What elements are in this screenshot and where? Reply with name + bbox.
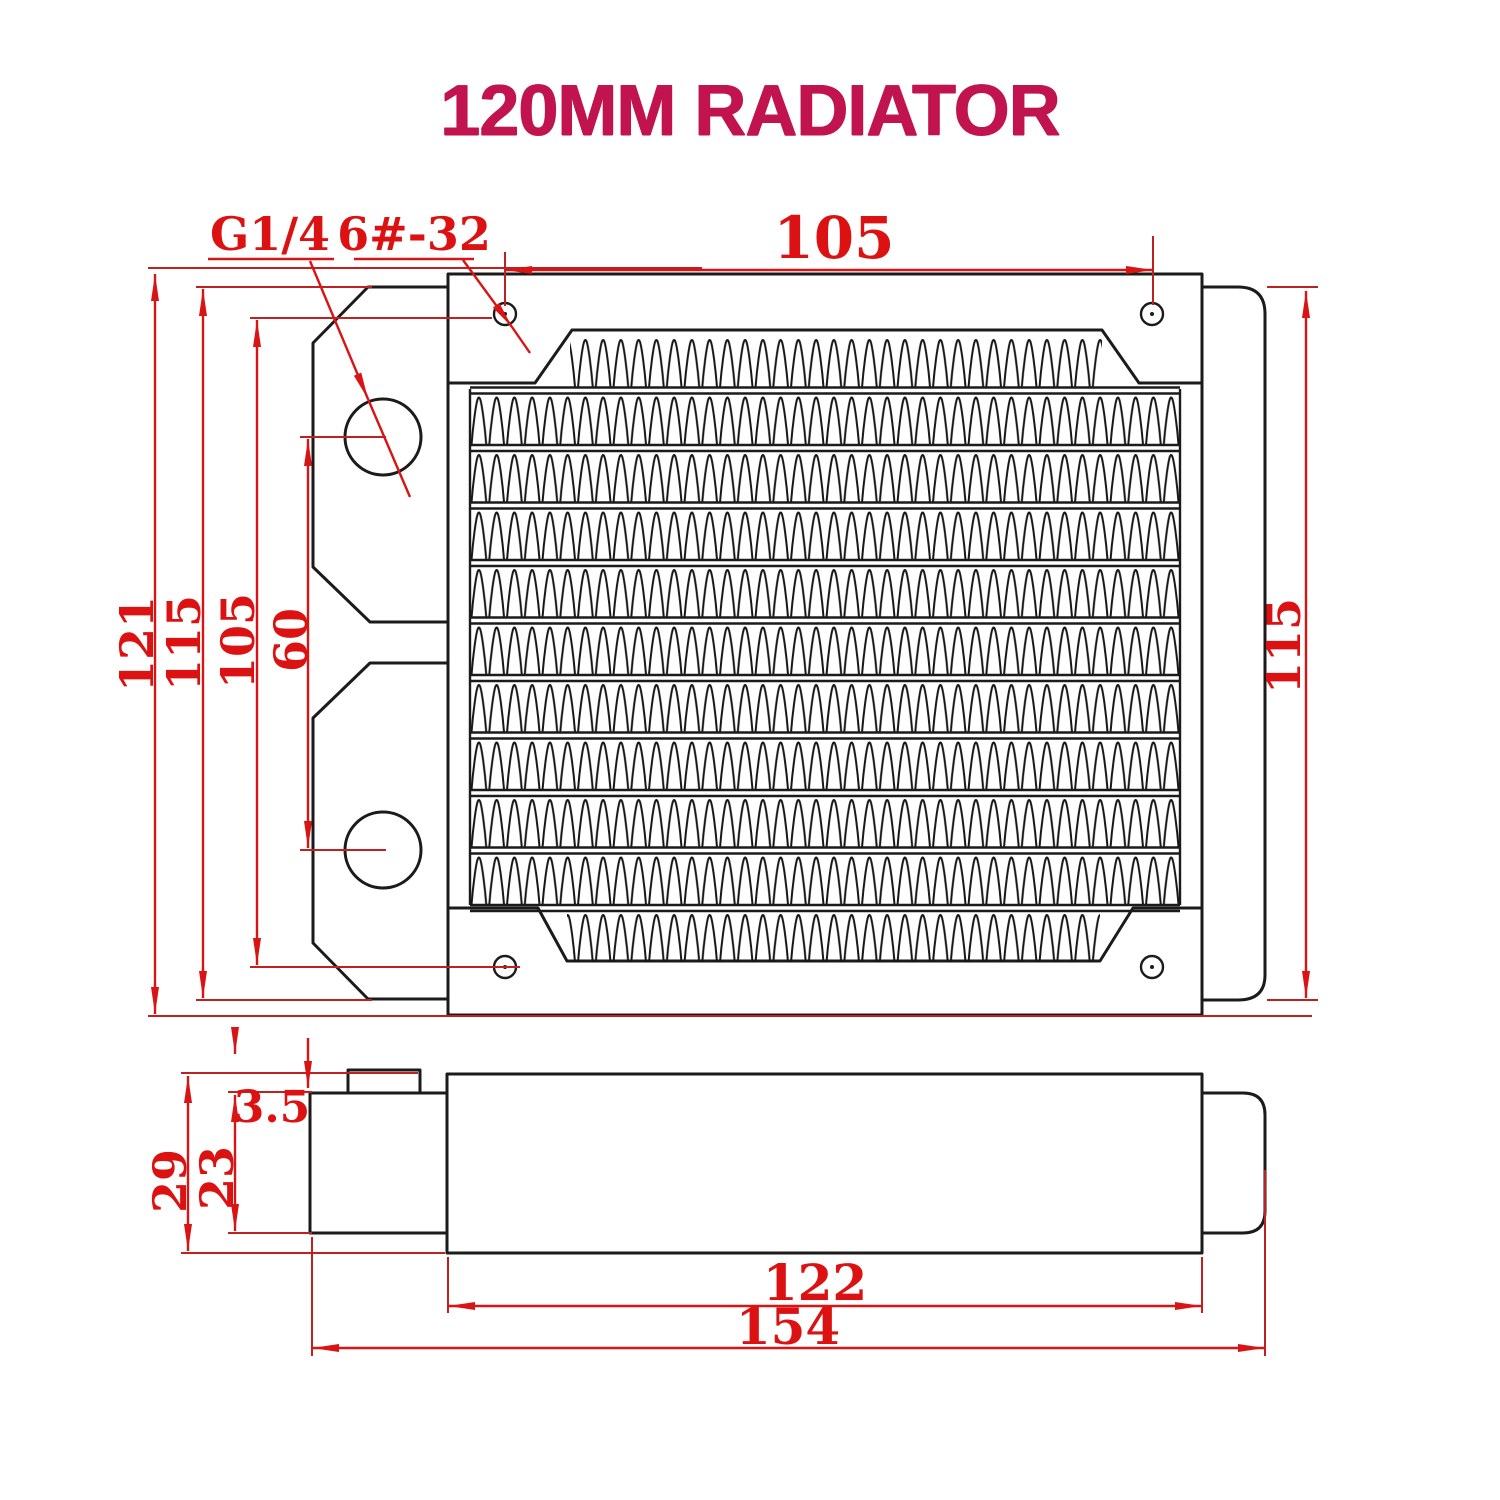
tube-lines <box>470 386 1180 913</box>
side-extension-lines <box>181 1072 1266 1356</box>
fin-row <box>570 330 1102 388</box>
fin-row <box>470 790 1180 848</box>
page-title: 120MM RADIATOR <box>440 71 1060 151</box>
port-thread-leader <box>208 257 412 498</box>
side-end-cap-outline <box>1200 1091 1267 1235</box>
dim-label-port-thread: G1/4 <box>210 207 330 261</box>
fin-row <box>470 387 1180 445</box>
screw-thread-leader <box>354 257 531 354</box>
dim-label-overall-length: 154 <box>736 1297 840 1356</box>
fin-row <box>470 617 1180 675</box>
side-tank-outline <box>308 1091 449 1235</box>
fin-row <box>470 847 1180 905</box>
screw-hole-bottom-right <box>1139 954 1165 980</box>
fin-row <box>470 502 1180 560</box>
dim-label-screw-thread: 6#-32 <box>337 207 491 261</box>
dim-label-tank-thickness: 23 <box>190 1146 244 1210</box>
dim-label-top-hole-spacing: 105 <box>773 204 894 272</box>
dim-label-fitting-offset: 3.5 <box>234 1082 311 1133</box>
fin-row <box>470 560 1180 618</box>
side-view: 29 23 3.5 122 154 <box>143 1027 1267 1356</box>
left-tank-lower-chamber <box>311 661 450 1001</box>
dim-label-frame-height-right: 115 <box>1257 598 1311 694</box>
dim-label-overall-height: 121 <box>110 596 164 692</box>
dim-label-core-length: 122 <box>763 1253 867 1312</box>
dim-label-overall-thickness: 29 <box>143 1149 197 1213</box>
fin-row <box>567 905 1100 963</box>
fin-row <box>470 732 1180 790</box>
front-view: 105 G1/4 6#-32 121 115 105 60 115 <box>110 204 1318 1017</box>
side-body-outline <box>445 1072 1204 1255</box>
dim-label-port-spacing: 60 <box>264 608 318 672</box>
dim-label-hole-spacing: 105 <box>211 593 265 689</box>
dim-label-frame-height: 115 <box>157 595 211 691</box>
fin-row <box>470 675 1180 733</box>
fin-core <box>470 330 1180 963</box>
front-extension-lines <box>148 236 1318 1017</box>
left-tank-upper-chamber <box>311 285 450 624</box>
right-tank-outline <box>1200 285 1267 1002</box>
fin-row <box>470 445 1180 503</box>
